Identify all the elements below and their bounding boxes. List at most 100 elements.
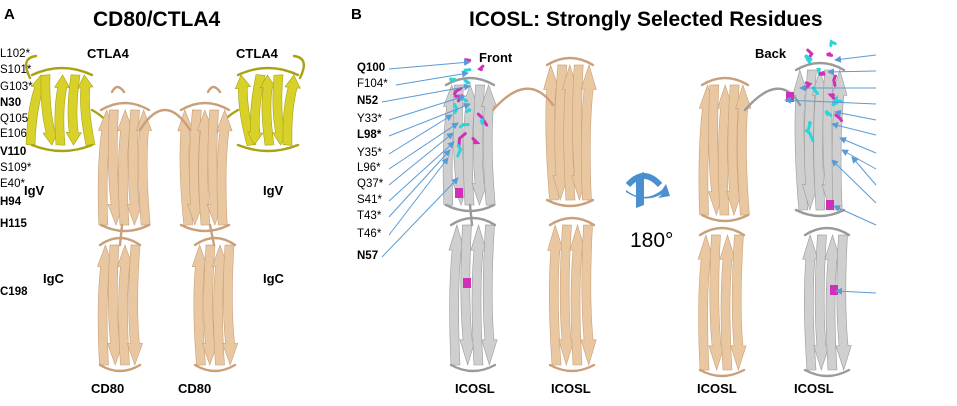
cd80-left-igc-strand-1: [106, 244, 124, 366]
igv-right-label: IgV: [263, 183, 284, 198]
icosl-front-left-igc-strand-2: [470, 223, 487, 366]
front-sidechain-5: [453, 86, 463, 96]
icosl-label-4: ICOSL: [794, 381, 834, 396]
ctla4-left-loop-bottom: [30, 143, 94, 153]
panel-b-title: ICOSL: Strongly Selected Residues: [469, 8, 823, 31]
icosl-back-left-igv-strand-4: [735, 84, 752, 216]
front-arrow-8: [388, 141, 455, 202]
front-sidechain-4: [463, 78, 471, 85]
front-residue-t46-star: T46*: [357, 228, 382, 240]
ctla4-right-loop-top: [236, 66, 300, 77]
icosl-front-left-igv-strand-2: [461, 84, 479, 206]
front-arrow-7: [388, 132, 454, 186]
front-sidechain-10: [476, 112, 489, 127]
icosl-front-right-igv-strand-4: [580, 64, 597, 201]
icosl-front-left-igc-strand-0: [448, 223, 465, 366]
back-arrow-11: [835, 287, 877, 295]
front-sidechain-0: [464, 58, 472, 62]
back-arrow-7: [841, 149, 877, 170]
icosl-front-left-linker: [468, 203, 474, 227]
ctla4-left-strand-1: [40, 74, 59, 146]
cd80-right-igc-strand-3: [221, 244, 239, 366]
back-sidechain-11: [831, 99, 843, 107]
cd80-right-igc-strand-2: [211, 244, 229, 366]
rotate-icon-arrow: [626, 184, 670, 199]
icosl-front-right-igc-strand-2: [569, 223, 586, 366]
back-residue-h94: H94: [0, 196, 22, 208]
icosl-back-left-igc-strand-2: [719, 234, 736, 371]
cd80-top-loops: [110, 85, 222, 94]
front-residue-l96-star: L96*: [357, 162, 381, 174]
front-arrow-5: [388, 114, 453, 155]
front-residue-n52: N52: [357, 95, 379, 107]
cd80-right-label: CD80: [178, 381, 212, 396]
icosl-front-right-igv-loop-bottom: [545, 198, 595, 208]
cd80-linkers: [118, 223, 216, 247]
icosl-back-right-igv-loop-bottom: [794, 208, 846, 218]
icosl-front-right-igv-loop-top: [545, 56, 595, 67]
front-sidechain-8: [453, 102, 459, 115]
cd80-left-igv-strand-0: [97, 109, 115, 226]
ctla4-right-strand-2: [259, 74, 276, 146]
front-residue-y35-star: Y35*: [357, 147, 382, 159]
front-residue-site-1: [455, 188, 463, 198]
back-residue-g103-star: G103*: [0, 81, 33, 93]
cd80-left-igc-loop-bottom: [98, 363, 142, 373]
igv-left-label: IgV: [24, 183, 45, 198]
back-sidechain-13: [824, 109, 833, 117]
icosl-back-left-igc-strand-0: [697, 234, 714, 371]
ctla4-right-label: CTLA4: [236, 46, 278, 61]
cd80-left-igv-loop-top: [99, 101, 151, 112]
front-residue-s41-star: S41*: [357, 194, 382, 206]
front-arrow-1: [395, 70, 469, 86]
icosl-back-left-igc-loop-bottom: [698, 368, 746, 378]
back-arrow-4: [834, 109, 877, 121]
icosl-back-right-igc-loop-bottom: [803, 368, 851, 378]
back-arrow-3: [784, 96, 877, 105]
cd80-right-igv-strand-2: [196, 109, 214, 226]
icosl-back-left-igv-loop-bottom: [700, 213, 750, 223]
back-residue-q105-star: Q105*: [0, 113, 33, 125]
icosl-back-left-igv-strand-3: [726, 84, 743, 216]
icosl-front-left-igc-strand-1: [459, 224, 476, 367]
back-residue-s101-star: S101*: [0, 64, 32, 76]
front-sidechain-13: [457, 132, 467, 148]
front-sidechain-15: [456, 144, 463, 158]
cd80-dimer-loop: [138, 109, 192, 132]
front-arrow-11: [381, 177, 459, 258]
front-sidechain-1: [477, 64, 485, 72]
icosl-back-left-igv-loop-top: [700, 76, 750, 87]
cd80-left-igc-strand-2: [116, 244, 134, 366]
front-arrow-4: [388, 102, 471, 137]
icosl-back-right-igc-strand-0: [802, 234, 819, 371]
back-residue-e40-star: E40*: [0, 178, 25, 190]
back-residue-n30: N30: [0, 97, 22, 109]
cd80-right-igv-loop-bottom: [179, 223, 231, 233]
cd80-left-igv-loop-bottom: [99, 223, 151, 233]
back-residue-v110: V110: [0, 146, 27, 158]
cd80-right-igc-strand-1: [201, 244, 219, 366]
icosl-front-left-igv-strand-4: [480, 84, 498, 206]
ctla4-left-strand-4: [77, 74, 96, 146]
icosl-label-3: ICOSL: [697, 381, 737, 396]
back-residue-site-3: [830, 285, 838, 295]
back-residue-site-2: [826, 200, 834, 210]
cd80-right-igc-loop-top: [193, 236, 237, 247]
front-arrow-6: [388, 122, 459, 170]
front-arrow-9: [388, 149, 451, 218]
icosl-front-right-igc-strand-3: [580, 224, 597, 367]
cd80-right-igv-strand-4: [216, 109, 233, 226]
icosl-front-right-igc-loop-bottom: [548, 363, 596, 373]
back-residue-e106-star: E106*: [0, 128, 32, 140]
front-label: Front: [479, 50, 513, 65]
ctla4-right-loop-bottom: [236, 143, 300, 153]
back-residue-h115: H115: [0, 218, 27, 230]
back-arrow-6: [839, 137, 877, 154]
icosl-front-left-igc-loop-bottom: [449, 363, 497, 373]
cd80-left-label: CD80: [91, 381, 125, 396]
cd80-right-igc-loop-bottom: [193, 363, 237, 373]
front-sidechain-3: [448, 77, 457, 82]
ctla4-left-strand-2: [54, 74, 71, 146]
front-sidechain-12: [458, 123, 470, 129]
